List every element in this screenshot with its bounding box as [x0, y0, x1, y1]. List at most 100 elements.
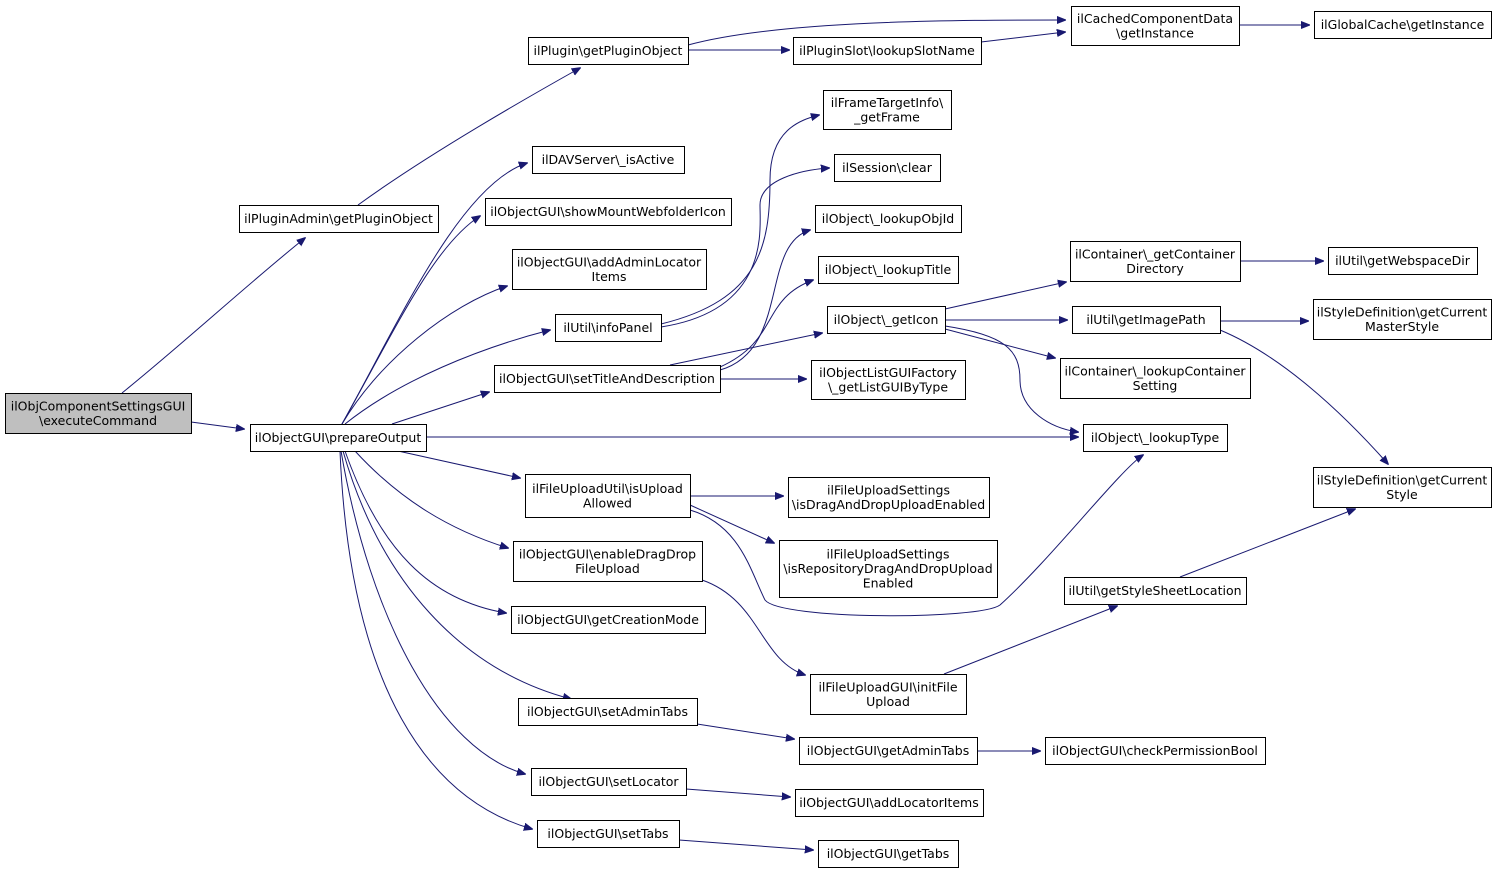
call-edge	[344, 330, 550, 425]
call-edge	[980, 32, 1065, 43]
call-edge	[340, 450, 525, 774]
function-node-listfactory[interactable]: ilObjectListGUIFactory\_getListGUIByType	[811, 360, 966, 400]
call-edge	[391, 392, 489, 425]
function-node-plugin[interactable]: ilPlugin\getPluginObject	[528, 37, 689, 65]
function-node-slot[interactable]: ilPluginSlot\lookupSlotName	[793, 37, 982, 65]
function-node-objid[interactable]: ilObject\_lookupObjId	[815, 205, 962, 233]
node-label: ilPluginAdmin\getPluginObject	[244, 211, 433, 226]
node-label: ilObjectGUI\setTabs	[547, 826, 668, 841]
node-label: ilSession\clear	[842, 160, 933, 175]
call-edge	[397, 450, 520, 478]
function-node-session[interactable]: ilSession\clear	[834, 154, 941, 182]
node-label: ilObjectGUI\setTitleAndDescription	[499, 371, 715, 386]
call-edge	[341, 286, 507, 425]
function-node-creationmode[interactable]: ilObjectGUI\getCreationMode	[511, 606, 706, 634]
function-node-cached[interactable]: ilCachedComponentData\getInstance	[1071, 6, 1240, 46]
function-node-imagepath[interactable]: ilUtil\getImagePath	[1072, 306, 1221, 334]
call-edge	[944, 325, 1078, 432]
node-label: Setting	[1133, 378, 1178, 393]
function-node-mount[interactable]: ilObjectGUI\showMountWebfolderIcon	[485, 198, 732, 226]
call-edge	[678, 839, 813, 850]
node-label: ilGlobalCache\getInstance	[1321, 17, 1485, 32]
node-label: \isDragAndDropUploadEnabled	[792, 497, 985, 512]
call-edge	[669, 333, 822, 366]
call-edge	[719, 280, 813, 368]
node-label: ilObjectGUI\setLocator	[538, 774, 679, 789]
call-edge	[354, 450, 508, 548]
call-edge	[944, 328, 1055, 358]
node-label: ilFileUploadSettings	[827, 482, 950, 497]
node-label: ilFrameTargetInfo\	[831, 95, 944, 110]
function-node-gettabs[interactable]: ilObjectGUI\getTabs	[818, 840, 959, 868]
node-label: ilUtil\getImagePath	[1086, 312, 1205, 327]
function-node-checkperm[interactable]: ilObjectGUI\checkPermissionBool	[1045, 737, 1266, 765]
function-node-preparegui[interactable]: ilObjectGUI\prepareOutput	[250, 424, 427, 452]
function-node-setadmintabs[interactable]: ilObjectGUI\setAdminTabs	[518, 698, 698, 726]
function-node-globalcache[interactable]: ilGlobalCache\getInstance	[1314, 11, 1492, 39]
function-node-settitle[interactable]: ilObjectGUI\setTitleAndDescription	[494, 365, 721, 393]
node-label: ilObjectGUI\prepareOutput	[255, 430, 422, 445]
function-node-setlocator[interactable]: ilObjectGUI\setLocator	[531, 768, 687, 796]
node-label: ilFileUploadSettings	[827, 547, 950, 562]
node-label: Enabled	[863, 576, 914, 591]
node-label: ilFileUploadUtil\isUpload	[532, 481, 683, 496]
node-label: Items	[592, 269, 627, 284]
call-edge	[660, 115, 819, 325]
node-label: ilObject\_getIcon	[834, 312, 939, 327]
call-edge	[1219, 329, 1388, 464]
call-edge	[121, 238, 305, 394]
function-node-webspace[interactable]: ilUtil\getWebspaceDir	[1328, 247, 1478, 275]
node-label: ilPlugin\getPluginObject	[534, 43, 683, 58]
function-node-frame[interactable]: ilFrameTargetInfo\_getFrame	[823, 90, 952, 130]
function-node-geticon[interactable]: ilObject\_getIcon	[827, 306, 946, 334]
node-label: ilObject\_lookupType	[1091, 430, 1220, 445]
call-edge	[701, 579, 805, 675]
node-label: ilObjectGUI\setAdminTabs	[527, 704, 688, 719]
function-node-getadmintabs[interactable]: ilObjectGUI\getAdminTabs	[799, 737, 978, 765]
node-label: ilObjectListGUIFactory	[819, 365, 957, 380]
node-label: ilDAVServer\_isActive	[542, 152, 675, 167]
function-node-infopanel[interactable]: ilUtil\infoPanel	[555, 314, 662, 342]
call-edge	[689, 455, 1143, 617]
function-node-root: ilObjComponentSettingsGUI\executeCommand	[5, 393, 192, 434]
node-label: _getFrame	[853, 109, 920, 124]
node-label: \_getListGUIByType	[828, 379, 948, 394]
call-edge	[344, 450, 506, 613]
node-label: ilObjectGUI\addLocatorItems	[799, 795, 979, 810]
call-edge	[685, 788, 790, 797]
node-label: ilUtil\getStyleSheetLocation	[1068, 583, 1241, 598]
call-edge	[1179, 509, 1355, 578]
function-node-pluginadmin[interactable]: ilPluginAdmin\getPluginObject	[239, 205, 439, 233]
call-edge	[339, 450, 532, 829]
node-label: ilFileUploadGUI\initFile	[818, 679, 957, 694]
function-node-lookuptype[interactable]: ilObject\_lookupType	[1083, 424, 1228, 452]
call-edge	[689, 504, 774, 543]
node-label: ilObjectGUI\enableDragDrop	[519, 546, 696, 561]
node-label: FileUpload	[575, 561, 640, 576]
node-label: ilObject\_lookupObjId	[822, 211, 954, 226]
node-label: \getInstance	[1116, 25, 1194, 40]
node-label: ilObject\_lookupTitle	[825, 262, 952, 277]
call-edge	[944, 282, 1066, 310]
function-node-repodragdrop[interactable]: ilFileUploadSettings\isRepositoryDragAnd…	[779, 540, 998, 598]
call-edge	[719, 230, 810, 371]
node-label: ilUtil\infoPanel	[563, 320, 652, 335]
node-label: ilContainer\_getContainer	[1075, 246, 1236, 261]
function-node-addlocator[interactable]: ilObjectGUI\addLocatorItems	[795, 789, 984, 817]
function-node-dragdropenabled[interactable]: ilFileUploadSettings\isDragAndDropUpload…	[788, 477, 990, 518]
function-node-dav[interactable]: ilDAVServer\_isActive	[532, 146, 685, 174]
function-node-objtitle[interactable]: ilObject\_lookupTitle	[818, 256, 959, 284]
node-label: Allowed	[583, 495, 632, 510]
function-node-settabs[interactable]: ilObjectGUI\setTabs	[537, 820, 680, 848]
function-node-stylesheet[interactable]: ilUtil\getStyleSheetLocation	[1064, 577, 1247, 605]
node-label: ilObjectGUI\getCreationMode	[517, 612, 699, 627]
